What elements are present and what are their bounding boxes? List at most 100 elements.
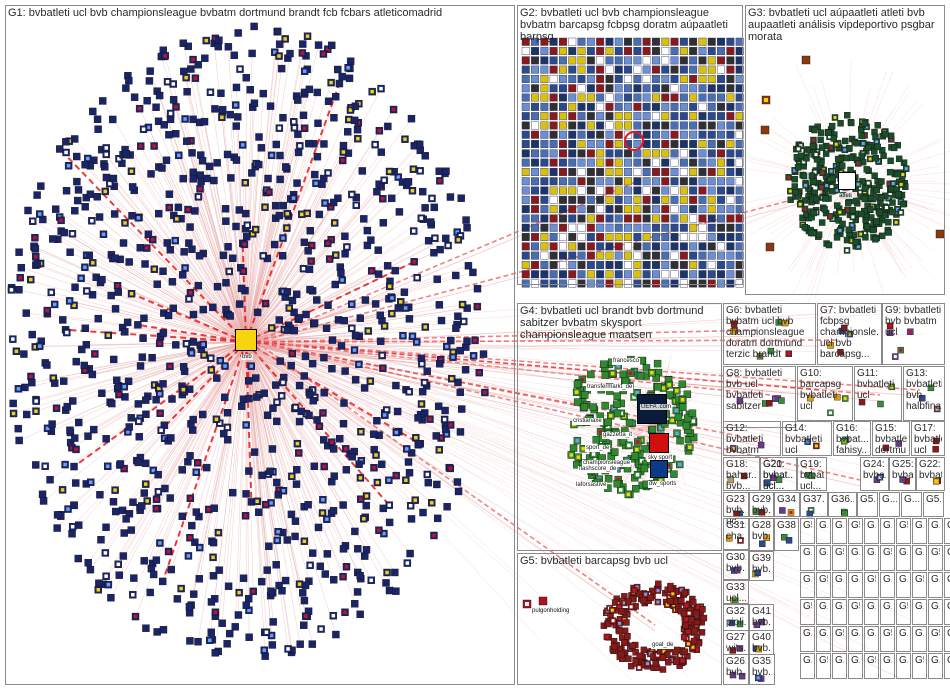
group-panel-small: G... [944, 653, 950, 679]
group-panel-small: G... [832, 599, 847, 625]
group-label-g16: G16: bvbat... fahisy... [836, 423, 868, 456]
group-panel-small: G... [896, 653, 911, 679]
group-label-g34: G34... [777, 494, 797, 505]
group-panel-small: G5... [928, 626, 943, 652]
group-label-g30: G30: bvb... [726, 552, 746, 574]
group-label-small: G5... [931, 547, 940, 558]
group-label-small: G5... [851, 520, 860, 531]
group-label-g40: G40: bvb... [752, 632, 771, 654]
group-label-small: G5... [803, 601, 812, 612]
group-label-g38: G38... [777, 520, 796, 531]
group-label-small: G... [867, 547, 876, 558]
group-panel-small: G... [912, 626, 927, 652]
node-label-gazzetta: gazzetta_it [602, 432, 633, 439]
group-panel-g22: G22: bvbat... [916, 457, 945, 491]
group-panel-small: G... [800, 572, 815, 598]
group-panel-g6: G6: bvbatleti bvbatm ucl bvb championsle… [723, 303, 816, 365]
group-label-small: G... [899, 547, 908, 558]
group-label-small: G5... [867, 655, 876, 666]
group-label-g41: G41: bvb... [752, 606, 771, 628]
group-label-small: G... [931, 655, 940, 666]
group-label-small: G... [899, 655, 908, 666]
group-label-g5: G5: bvbatleti barcapsg bvb ucl [520, 555, 719, 567]
group-panel-small: G... [848, 545, 863, 571]
group-label-g17: G17: bvbatleti ucl [914, 423, 942, 456]
group-label-small: G... [883, 520, 892, 531]
group-label-small: G5... [915, 655, 924, 666]
group-label-g8: G8: bvbatleti bvb ucl bvbatleti sabitzer [726, 368, 793, 412]
group-panel-small: G5... [864, 572, 879, 598]
group-panel-small: G... [928, 599, 943, 625]
group-panel-g14: G14: bvbatleti ucl [782, 421, 832, 456]
group-panel-small: G5... [896, 518, 911, 544]
group-panel-small: G5... [832, 545, 847, 571]
group-panel-g37: G37... [800, 492, 828, 517]
group-label-small: G... [835, 574, 844, 585]
group-panel-small: G... [944, 545, 950, 571]
group-panel-small: G5... [880, 545, 895, 571]
dw-logo-icon [650, 460, 668, 478]
group-label-small: G... [819, 520, 828, 531]
group-label-small: G5... [819, 655, 828, 666]
group-label-small: G5... [867, 574, 876, 585]
group-label-g7: G7: bvbatleti fcbpsg championsle... ucl … [820, 305, 879, 360]
group-panel-small: G5... [880, 626, 895, 652]
group-label-small: G... [883, 655, 892, 666]
group-label-g21: G21: bvbat... ucl... [763, 459, 794, 492]
group-label-small: G... [851, 574, 860, 585]
group-panel-g40: G40: bvb... [749, 630, 774, 655]
group-label-small: G5... [835, 547, 844, 558]
group-label-small: G5... [883, 628, 892, 639]
group-panel-small: G... [848, 572, 863, 598]
node-label-transfer: transfermarkt_de [586, 384, 633, 391]
group-panel-small: G5... [923, 492, 944, 517]
group-panel-g28: G28: bvb... [749, 518, 774, 551]
group-panel-small: G... [879, 492, 900, 517]
group-panel-g3: G3: bvbatleti ucl aúpaatleti atleti bvb … [745, 5, 945, 295]
group-panel-g30: G30: bvb... [723, 550, 749, 580]
group-panel-small: G... [944, 626, 950, 652]
node-label-flashscore: flashscore_de [578, 466, 617, 473]
group-label-small: G... [931, 574, 940, 585]
group-label-g28: G28: bvb... [752, 520, 771, 542]
group-panel-g24: G24: bvba... [860, 457, 889, 491]
group-panel-small: G... [832, 518, 847, 544]
node-label-goal_de: goal_de [651, 642, 674, 649]
group-label-g22: G22: bvbat... [919, 459, 942, 481]
group-label-small: G... [851, 547, 860, 558]
group-label-small: G... [803, 574, 812, 585]
group-panel-g2: G2: bvbatleti ucl bvb championsleague bv… [517, 5, 743, 285]
node-label-uefa: UEFA .com [640, 404, 672, 410]
node-label-francesco: francesco [612, 358, 640, 365]
group-label-g15: G15: bvbatleti dortmu... [875, 423, 907, 456]
group-panel-small: G5... [832, 626, 847, 652]
group-label-g25: G25: bvba... [892, 459, 913, 481]
group-label-small: G... [819, 601, 828, 612]
group-label-small: G... [835, 655, 844, 666]
group-panel-small: G5... [857, 492, 878, 517]
group-panel-small: G... [901, 492, 922, 517]
group-panel-small: G5... [848, 599, 863, 625]
node-label-dw: dw_sports [648, 481, 677, 488]
group-label-g27: G27: wits... [726, 632, 746, 654]
group-label-small: G5... [899, 601, 908, 612]
group-label-small: G5... [883, 547, 892, 558]
group-label-small: G... [867, 601, 876, 612]
group-label-small: G5... [819, 574, 828, 585]
node-label-cristianaxe: cristianaxe [572, 418, 603, 425]
group-label-g13: G13: bvbatleti bvb halbfina... [906, 368, 942, 412]
group-panel-g18: G18: bahar... bvb... [723, 457, 760, 491]
group-panel-small: G5... [864, 653, 879, 679]
group-panel-g41: G41: bvb... [749, 604, 774, 631]
group-label-g31: G31: cha... [726, 520, 746, 542]
node-label-atleti: atleti [838, 193, 853, 199]
group-label-g32: G32: pioli... [726, 606, 746, 628]
group-panel-g8: G8: bvbatleti bvb ucl bvbatleti sabitzer [723, 366, 796, 428]
group-label-small: G5... [860, 494, 875, 505]
group-panel-g36: G36... [828, 492, 857, 517]
group-label-small: G... [819, 547, 828, 558]
group-panel-small: G... [912, 599, 927, 625]
group-label-small: G... [851, 628, 860, 639]
group-label-small: G... [915, 628, 924, 639]
group-panel-g39: G39: bvb... [749, 551, 774, 581]
